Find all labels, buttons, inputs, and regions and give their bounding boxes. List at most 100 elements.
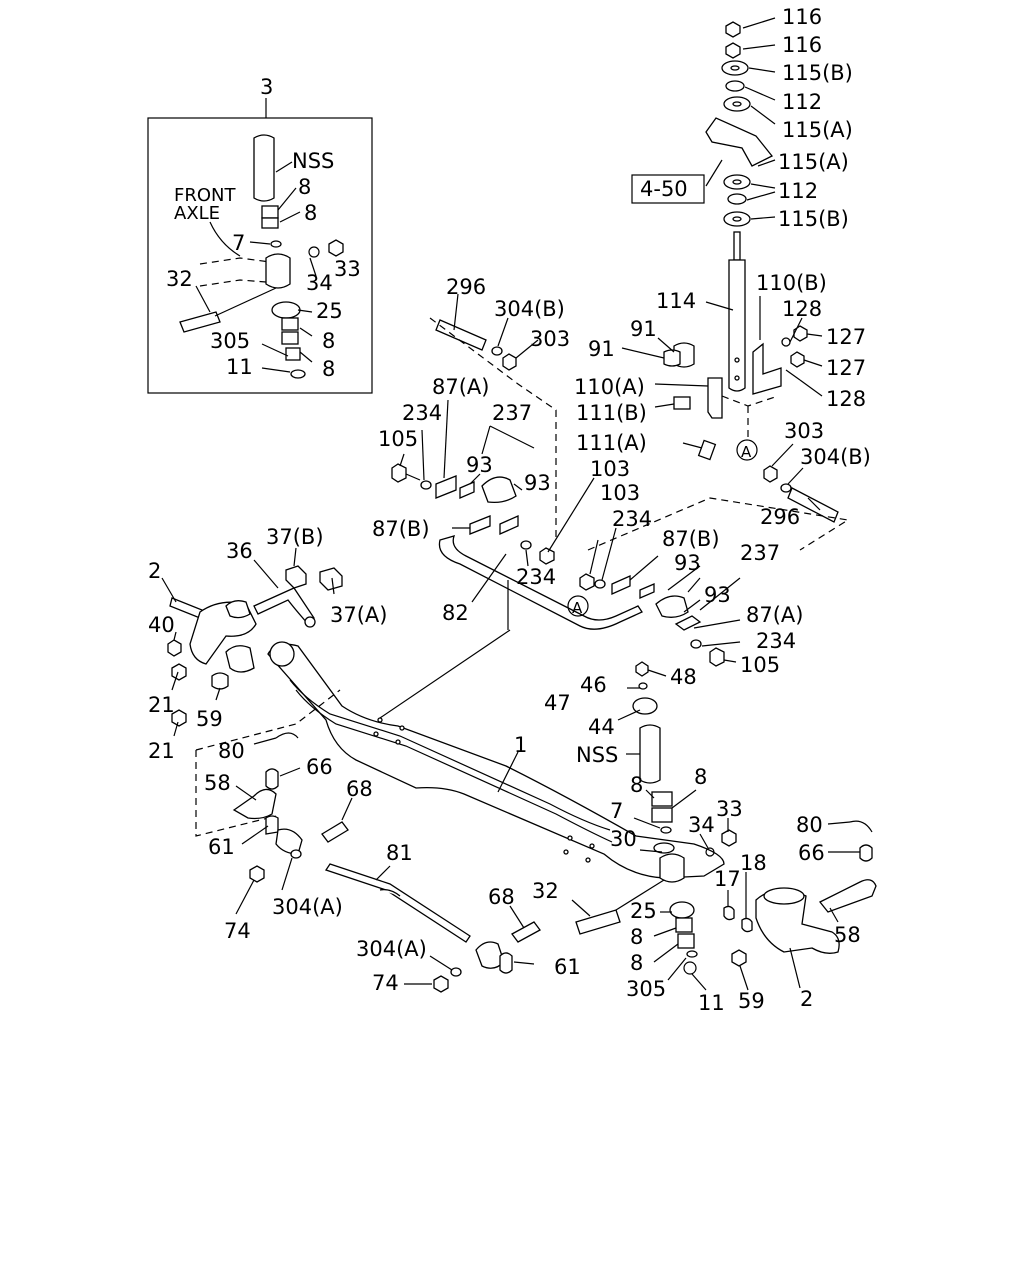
callout-36: 36 xyxy=(226,539,253,563)
callout-46: 46 xyxy=(580,673,607,697)
callout-61: 61 xyxy=(208,835,235,859)
callout-112: 112 xyxy=(778,179,818,203)
axle-beam xyxy=(195,580,725,883)
upper-stack-parts xyxy=(705,17,776,227)
callout-8: 8 xyxy=(630,925,643,949)
callout-21: 21 xyxy=(148,693,175,717)
callout-32: 32 xyxy=(532,879,559,903)
callout-61: 61 xyxy=(554,955,581,979)
callout-8: 8 xyxy=(630,951,643,975)
callout-82: 82 xyxy=(442,601,469,625)
callout-11: 11 xyxy=(698,991,725,1015)
callout-112: 112 xyxy=(782,90,822,114)
callout-59: 59 xyxy=(738,989,765,1013)
callout-34: 34 xyxy=(688,813,715,837)
callout-1: 1 xyxy=(514,733,527,757)
callout-237: 237 xyxy=(740,541,780,565)
callout-74: 74 xyxy=(372,971,399,995)
callout-44: 44 xyxy=(588,715,615,739)
front-axle-label: FRONT xyxy=(174,185,236,206)
callout-304b: 304(B) xyxy=(494,297,565,321)
callout-80: 80 xyxy=(218,739,245,763)
callout-127: 127 xyxy=(826,356,866,380)
reference-box-4-50 xyxy=(631,174,705,204)
callout-87b: 87(B) xyxy=(662,527,720,551)
callout-58: 58 xyxy=(834,923,861,947)
callout-87a: 87(A) xyxy=(432,375,489,399)
callout-91: 91 xyxy=(588,337,615,361)
callout-37a: 37(A) xyxy=(330,603,387,627)
callout-nss: NSS xyxy=(576,743,618,767)
callout-33: 33 xyxy=(334,257,361,281)
callout-32: 32 xyxy=(166,267,193,291)
callout-234: 234 xyxy=(612,507,652,531)
callout-7: 7 xyxy=(232,231,245,255)
center-kingpin-stack xyxy=(571,661,737,991)
callout-87a: 87(A) xyxy=(746,603,803,627)
stabilizer-link-rod xyxy=(621,231,823,461)
callout-8: 8 xyxy=(322,357,335,381)
callout-87b: 87(B) xyxy=(372,517,430,541)
callout-116: 116 xyxy=(782,5,822,29)
callout-18: 18 xyxy=(740,851,767,875)
callout-8: 8 xyxy=(694,765,707,789)
callout-234: 234 xyxy=(402,401,442,425)
callout-296: 296 xyxy=(760,505,800,529)
callout-103: 103 xyxy=(600,481,640,505)
callout-103: 103 xyxy=(590,457,630,481)
callout-40: 40 xyxy=(148,613,175,637)
callout-234: 234 xyxy=(756,629,796,653)
callout-116: 116 xyxy=(782,33,822,57)
callout-37b: 37(B) xyxy=(266,525,324,549)
callout-115b: 115(B) xyxy=(778,207,849,231)
callout-58: 58 xyxy=(204,771,231,795)
callout-305: 305 xyxy=(210,329,250,353)
callout-304a: 304(A) xyxy=(356,937,427,961)
callout-91: 91 xyxy=(630,317,657,341)
callout-303: 303 xyxy=(530,327,570,351)
callout-93: 93 xyxy=(674,551,701,575)
callout-115a: 115(A) xyxy=(778,150,849,174)
callout-68: 68 xyxy=(488,885,515,909)
callout-110a: 110(A) xyxy=(574,375,645,399)
callout-8: 8 xyxy=(322,329,335,353)
callout-25: 25 xyxy=(630,899,657,923)
callout-114: 114 xyxy=(656,289,696,313)
callout-8: 8 xyxy=(304,201,317,225)
callout-2: 2 xyxy=(800,987,813,1011)
callout-3: 3 xyxy=(260,75,273,99)
callout-127: 127 xyxy=(826,325,866,349)
callout-47: 47 xyxy=(544,691,571,715)
callout-21: 21 xyxy=(148,739,175,763)
reference-4-50-label: 4-50 xyxy=(640,177,688,201)
callout-93: 93 xyxy=(466,453,493,477)
callout-81: 81 xyxy=(386,841,413,865)
callout-110b: 110(B) xyxy=(756,271,827,295)
callout-66: 66 xyxy=(798,841,825,865)
kingpin-inset xyxy=(147,98,373,394)
callout-66: 66 xyxy=(306,755,333,779)
callout-111a: 111(A) xyxy=(576,431,647,455)
callout-8: 8 xyxy=(298,175,311,199)
callout-30: 30 xyxy=(610,827,637,851)
callout-17: 17 xyxy=(714,867,741,891)
callout-234: 234 xyxy=(516,565,556,589)
callout-11: 11 xyxy=(226,355,253,379)
circle-ref-a: A xyxy=(572,599,583,617)
callout-68: 68 xyxy=(346,777,373,801)
callout-305: 305 xyxy=(626,977,666,1001)
callout-93: 93 xyxy=(524,471,551,495)
callout-74: 74 xyxy=(224,919,251,943)
left-knuckle-parts xyxy=(161,547,343,737)
circle-ref-a: A xyxy=(741,443,752,461)
callout-59: 59 xyxy=(196,707,223,731)
callout-labels: 116 116 115(B) 112 115(A) 115(A) 112 115… xyxy=(148,5,871,1015)
callout-237: 237 xyxy=(492,401,532,425)
callout-128: 128 xyxy=(782,297,822,321)
callout-8: 8 xyxy=(630,773,643,797)
callout-296: 296 xyxy=(446,275,486,299)
callout-105: 105 xyxy=(740,653,780,677)
callout-128: 128 xyxy=(826,387,866,411)
callout-25: 25 xyxy=(316,299,343,323)
